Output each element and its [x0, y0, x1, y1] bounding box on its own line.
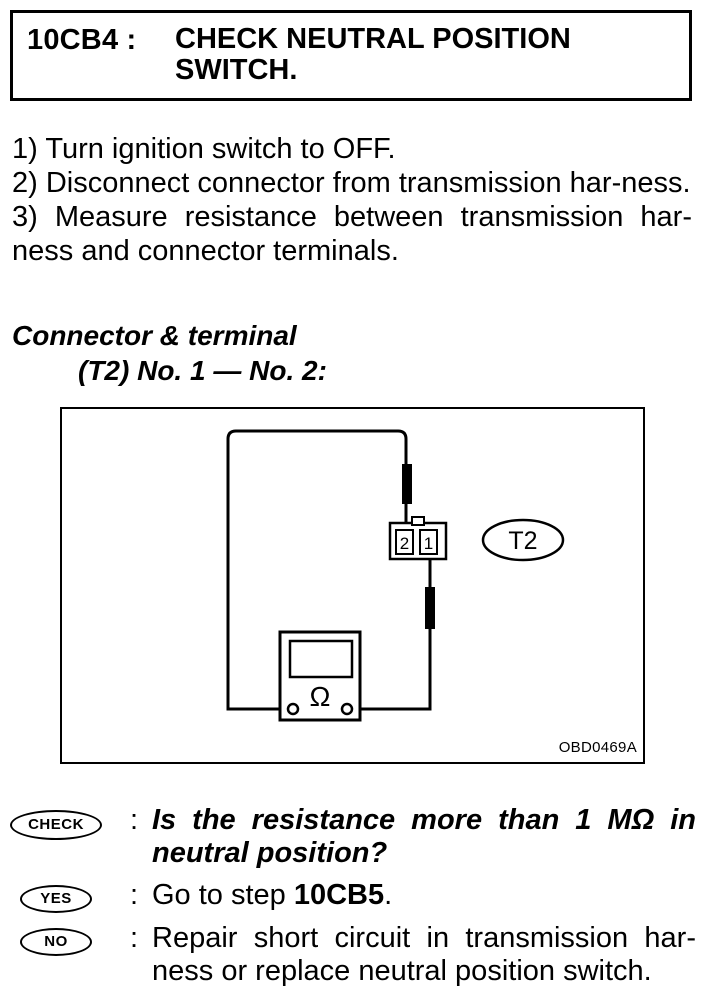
yes-badge: YES: [20, 885, 92, 913]
check-colon: :: [130, 804, 139, 836]
yes-suffix: .: [384, 879, 393, 911]
pin-1-label: 1: [424, 534, 433, 553]
measurement-diagram: 2 1 T2 Ω: [226, 429, 565, 722]
step-title: CHECK NEUTRAL POSITION SWITCH.: [175, 23, 571, 86]
pin-1-box: [419, 529, 438, 555]
procedure-steps: 1) Turn ignition switch to OFF. 2) Disco…: [12, 132, 692, 268]
step-3: 3) Measure resistance between transmissi…: [12, 201, 692, 267]
pin-2-box: [395, 529, 414, 555]
test-lead-right: [352, 549, 432, 711]
connector-tag-oval: [481, 518, 565, 562]
yes-prefix: Go to step: [152, 879, 294, 911]
ohmmeter-display: [288, 639, 354, 679]
connector-heading: Connector & terminal: [12, 320, 297, 351]
connector-terminal-label: Connector & terminal (T2) No. 1 — No. 2:: [12, 318, 327, 388]
connector-tag: T2: [508, 527, 537, 555]
yes-target-step: 10CB5: [293, 879, 385, 911]
step-code: 10CB4 :: [27, 24, 137, 56]
probe-right: [425, 587, 435, 629]
no-action: Repair short circuit in transmission har…: [152, 922, 696, 987]
no-colon: :: [130, 922, 139, 954]
ohmmeter-terminal-right: [340, 702, 354, 716]
yes-colon: :: [130, 879, 139, 911]
step-1: 1) Turn ignition switch to OFF.: [12, 133, 396, 165]
step-header: 10CB4 : CHECK NEUTRAL POSITION SWITCH.: [10, 10, 692, 101]
connector-latch: [411, 516, 425, 526]
check-question: Is the resistance more than 1 MΩ in neut…: [152, 804, 696, 869]
wiring-figure: 2 1 T2 Ω OBD0469A: [60, 407, 645, 764]
probe-left: [402, 464, 412, 504]
yes-action: Go to step 10CB5.: [152, 879, 696, 912]
test-lead-left: [226, 429, 408, 711]
connector-terminals: (T2) No. 1 — No. 2:: [78, 355, 327, 386]
figure-code: OBD0469A: [558, 739, 637, 756]
ohmmeter-terminal-left: [286, 702, 300, 716]
check-badge: CHECK: [10, 810, 102, 840]
ohmmeter-symbol: Ω: [310, 681, 331, 712]
no-badge: NO: [20, 928, 92, 956]
pin-2-label: 2: [400, 534, 409, 553]
step-2: 2) Disconnect connector from transmissio…: [12, 167, 691, 199]
